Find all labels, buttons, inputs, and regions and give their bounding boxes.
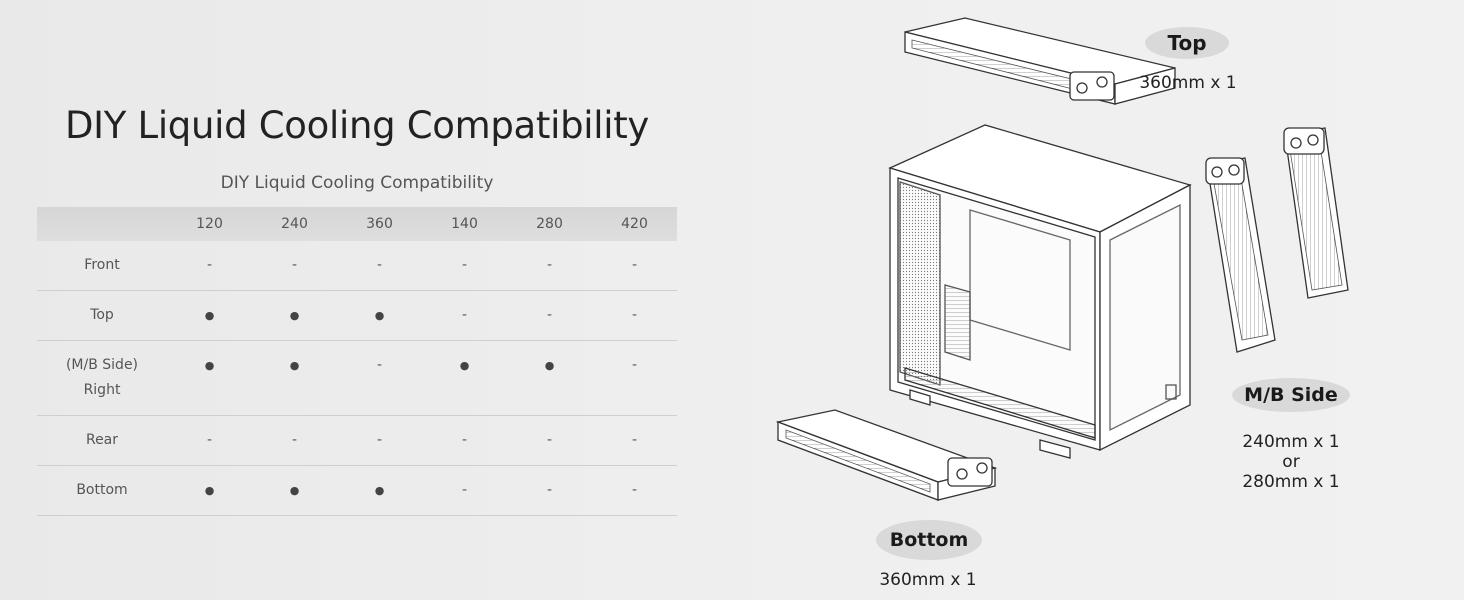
row-label: Bottom <box>37 465 167 516</box>
top-label-pill: Top <box>1145 27 1229 59</box>
unsupported-dash: - <box>422 465 507 516</box>
bottom-radiator-drawing <box>775 409 998 501</box>
row-label: Top <box>37 290 167 341</box>
supported-dot: ● <box>507 340 592 416</box>
column-header: 280 <box>536 216 563 232</box>
supported-dot: ● <box>422 340 507 416</box>
column-header: 240 <box>281 216 308 232</box>
unsupported-dash: - <box>592 415 677 466</box>
corner-cell <box>37 207 167 241</box>
supported-dot: ● <box>252 465 337 516</box>
unsupported-dash: - <box>167 241 252 291</box>
side-label-pill: M/B Side <box>1232 378 1350 412</box>
table-row: (M/B Side) Right●●-●●- <box>37 340 677 416</box>
unsupported-dash: - <box>337 415 422 466</box>
top-spec: 360mm x 1 <box>1139 73 1237 93</box>
side-radiator-240-drawing <box>1205 157 1276 353</box>
unsupported-dash: - <box>252 415 337 466</box>
table-row: Bottom●●●--- <box>37 465 677 516</box>
page-title: DIY Liquid Cooling Compatibility <box>64 104 650 147</box>
side-label: M/B Side <box>1244 384 1338 406</box>
pc-case-drawing <box>888 124 1192 459</box>
unsupported-dash: - <box>507 415 592 466</box>
unsupported-dash: - <box>252 241 337 291</box>
unsupported-dash: - <box>337 340 422 416</box>
bottom-spec: 360mm x 1 <box>879 570 977 590</box>
bottom-label-pill: Bottom <box>876 520 982 560</box>
supported-dot: ● <box>252 340 337 416</box>
unsupported-dash: - <box>592 465 677 516</box>
row-label: Rear <box>37 415 167 466</box>
unsupported-dash: - <box>592 340 677 416</box>
unsupported-dash: - <box>507 241 592 291</box>
unsupported-dash: - <box>422 241 507 291</box>
table-row: Rear------ <box>37 415 677 466</box>
table-row: Front------ <box>37 241 677 291</box>
table-header-row: 120 240 360 140 280 420 <box>37 207 677 241</box>
supported-dot: ● <box>252 290 337 341</box>
column-header: 360 <box>366 216 393 232</box>
side-spec-or: or <box>1282 452 1300 472</box>
row-label: (M/B Side) Right <box>37 340 167 416</box>
unsupported-dash: - <box>592 241 677 291</box>
supported-dot: ● <box>167 290 252 341</box>
unsupported-dash: - <box>167 415 252 466</box>
bottom-label: Bottom <box>889 529 969 551</box>
unsupported-dash: - <box>422 415 507 466</box>
supported-dot: ● <box>167 465 252 516</box>
side-spec-line2: 280mm x 1 <box>1242 472 1340 492</box>
top-label: Top <box>1167 31 1207 55</box>
table-row: Top●●●--- <box>37 290 677 341</box>
supported-dot: ● <box>337 465 422 516</box>
row-label: Front <box>37 241 167 291</box>
table-caption: DIY Liquid Cooling Compatibility <box>220 173 494 193</box>
case-exploded-diagram <box>775 17 1349 501</box>
supported-dot: ● <box>167 340 252 416</box>
side-spec: 240mm x 1 or 280mm x 1 <box>1236 432 1346 492</box>
side-spec-line1: 240mm x 1 <box>1242 432 1340 452</box>
supported-dot: ● <box>337 290 422 341</box>
side-radiator-280-drawing <box>1283 127 1349 299</box>
column-header: 420 <box>621 216 648 232</box>
top-radiator-drawing <box>904 17 1176 105</box>
column-header: 140 <box>451 216 478 232</box>
unsupported-dash: - <box>592 290 677 341</box>
column-header: 120 <box>196 216 223 232</box>
unsupported-dash: - <box>337 241 422 291</box>
unsupported-dash: - <box>507 290 592 341</box>
table-body: Front------Top●●●---(M/B Side) Right●●-●… <box>37 241 677 516</box>
unsupported-dash: - <box>507 465 592 516</box>
unsupported-dash: - <box>422 290 507 341</box>
